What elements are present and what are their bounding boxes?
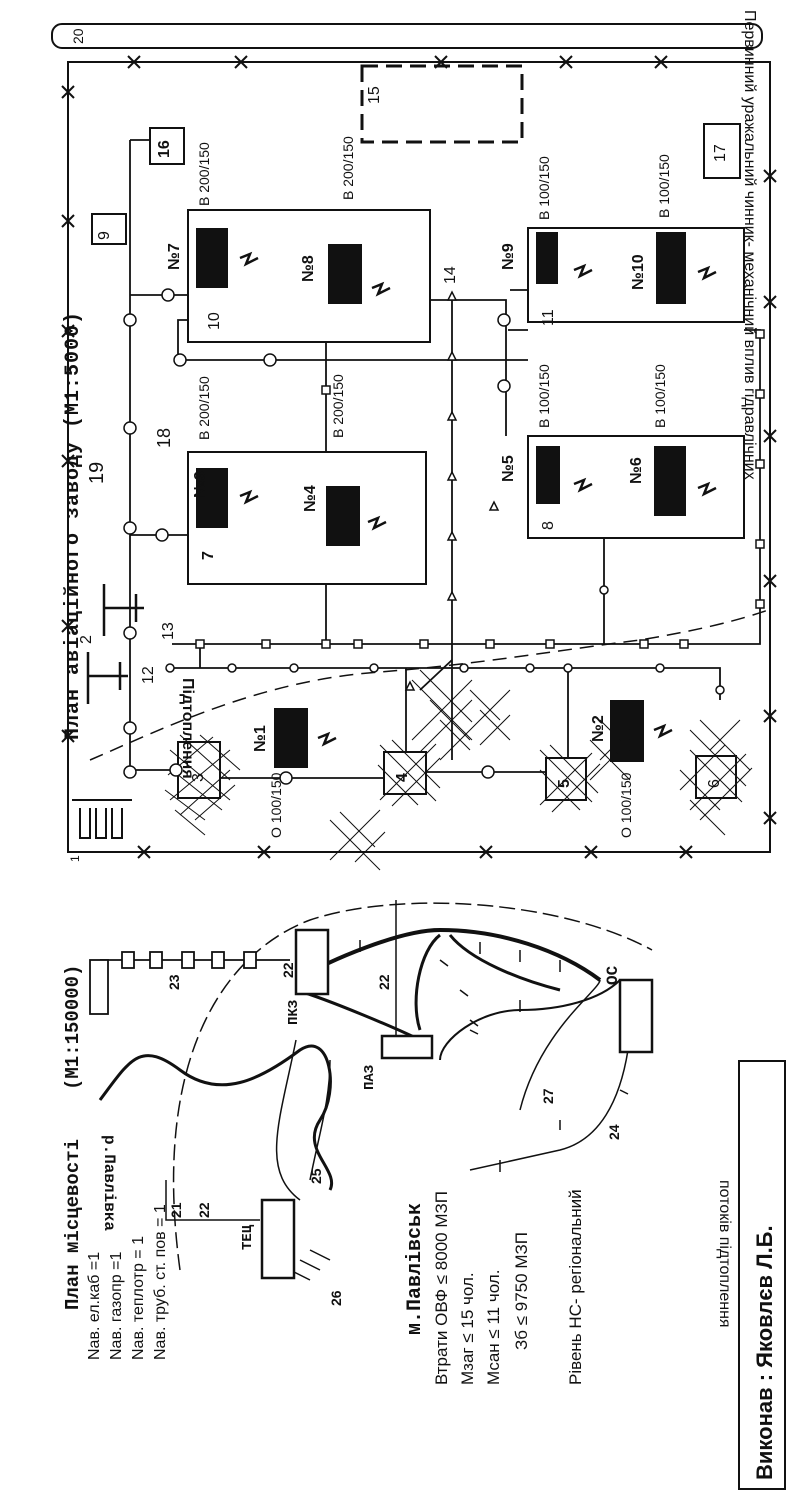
building-8: №8 [300,255,317,282]
num-14: 14 [442,266,459,284]
plant-fence [67,61,771,853]
building-4: №4 [302,485,319,512]
building-5: №5 [500,455,517,482]
cap-6: В 100/150 [652,364,668,428]
equipment-blocks [196,228,686,768]
area-objects [260,928,654,1280]
num-22c: 22 [376,974,392,990]
loss-ovf: Втрати ОВФ ≤ 8000 МЗП [432,1191,451,1385]
rail-20 [51,23,763,49]
plant-plan-title: План авіаційного заводу (М1:5000) [62,310,85,740]
cap-7: В 200/150 [196,142,212,206]
num-6: 6 [706,779,723,788]
cap-3: В 200/150 [196,376,212,440]
gate-icon [72,799,132,839]
emergency-level: Рівень НС- регіональний [566,1189,585,1385]
label-tec: ТЕЦ [240,1224,256,1250]
building-1: №1 [252,725,269,752]
lightning-marks [239,251,717,747]
cap-5: В 100/150 [536,364,552,428]
building-10: №10 [630,254,647,290]
num-11: 11 [540,309,557,326]
cap-o-2: О 100/150 [618,772,634,838]
performer-box [738,1060,786,1490]
num-8: 8 [540,521,557,530]
num-9: 9 [96,231,113,240]
building-6: №6 [628,457,645,484]
loss-mzag: Мзаг ≤ 15 чол. [458,1272,477,1385]
num-27: 27 [540,1088,556,1104]
cap-9: В 100/150 [536,156,552,220]
caption-line-2: потоків підтоплення [716,1180,733,1328]
town-name: м.Павлівськ [404,1202,427,1335]
area-item-gas: Nав. газопр =1 [108,1251,125,1360]
num-7: 7 [200,551,217,560]
label-paz: ПАЗ [362,1064,378,1090]
num-3: 3 [190,773,207,782]
performer: Виконав : Яковлєв Л.Б. [752,1225,777,1480]
num-1: 1 [68,855,82,862]
river-pavlivka [98,1044,334,1191]
area-item-cable: Nав. ел.каб =1 [86,1251,103,1360]
area-item-pipe: Nав. труб. ст. пов = 1 [152,1204,169,1360]
flood-boundary [89,609,769,761]
label-os: ОС [604,965,622,985]
num-22a: 22 [196,1202,212,1218]
num-19: 19 [86,461,108,484]
caption-line-1: Первинний уражальний чинник- механічний … [741,10,758,480]
area-plan-scale: (М1:150000) [62,964,84,1090]
building-2: №2 [590,715,607,742]
num-26: 26 [328,1290,344,1306]
dashed-building-15 [360,64,524,144]
line-symbols [123,288,765,785]
area-item-heat: Nав. теплотр = 1 [130,1236,147,1360]
num-15: 15 [366,86,383,104]
rail-23 [89,951,290,1015]
labeled-boxes [91,123,741,245]
num-22b: 22 [280,962,296,978]
num-23: 23 [166,974,182,990]
num-25: 25 [308,1168,324,1184]
area-plan-title: План місцевості [62,1138,84,1310]
num-24: 24 [606,1124,622,1140]
num-17: 17 [712,144,729,162]
flood-label: Підтоплення [179,678,196,779]
num-2: 2 [78,635,95,644]
workshop-blocks [187,209,745,585]
cap-4: В 200/150 [330,374,346,438]
cap-8: В 200/150 [340,136,356,200]
num-21: 21 [168,1202,184,1218]
num-16: 16 [156,140,173,158]
num-4: 4 [394,773,411,782]
loss-zb: Зб ≤ 9750 МЗП [512,1232,531,1350]
aircraft-icons [86,584,144,704]
num-12: 12 [140,666,157,684]
cap-10: В 100/150 [656,154,672,218]
num-20: 20 [70,28,86,44]
building-3: №3 [192,471,209,498]
flood-hatching [164,669,753,871]
river-name: р.Павлівка [100,1135,118,1232]
building-7: №7 [166,243,183,270]
num-10: 10 [206,312,223,330]
fence-markers [61,55,777,859]
num-5: 5 [556,779,573,788]
area-cross-marks [359,940,629,1172]
loss-msan: Мсан ≤ 11 чол. [484,1269,503,1385]
label-pkz: ПКЗ [286,999,302,1025]
cap-o-1: О 100/150 [268,772,284,838]
num-13: 13 [160,622,177,640]
num-18: 18 [154,427,174,448]
building-9: №9 [500,243,517,270]
